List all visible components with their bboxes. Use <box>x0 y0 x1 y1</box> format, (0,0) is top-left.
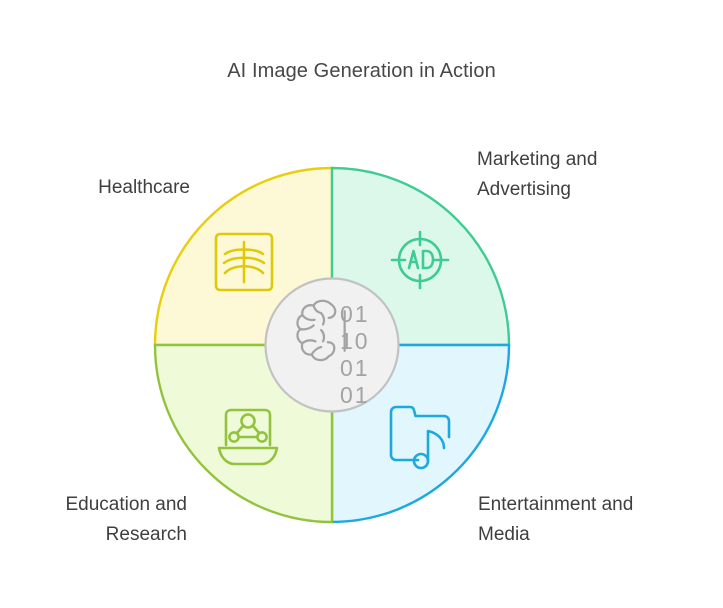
page-title: AI Image Generation in Action <box>227 60 496 82</box>
brain-icon <box>296 299 346 362</box>
segment-label-entertainment-media[interactable]: Entertainment and Media <box>478 494 634 545</box>
segment-label-marketing-advertising[interactable]: Marketing and Advertising <box>477 149 598 200</box>
xray-chest-icon <box>214 232 274 292</box>
binary-row-0: 01 <box>340 301 370 327</box>
binary-row-2: 01 <box>340 355 370 381</box>
binary-digits: 01 10 01 01 <box>340 301 370 408</box>
folder-music-icon <box>389 405 451 470</box>
ad-target-icon <box>390 230 450 290</box>
center-hub <box>264 277 400 413</box>
segment-label-healthcare[interactable]: Healthcare <box>98 177 190 198</box>
binary-row-1: 10 <box>340 328 370 354</box>
laptop-network-icon <box>217 408 279 466</box>
segment-label-education-research[interactable]: Education and Research <box>65 494 188 545</box>
binary-row-3: 01 <box>340 382 370 408</box>
